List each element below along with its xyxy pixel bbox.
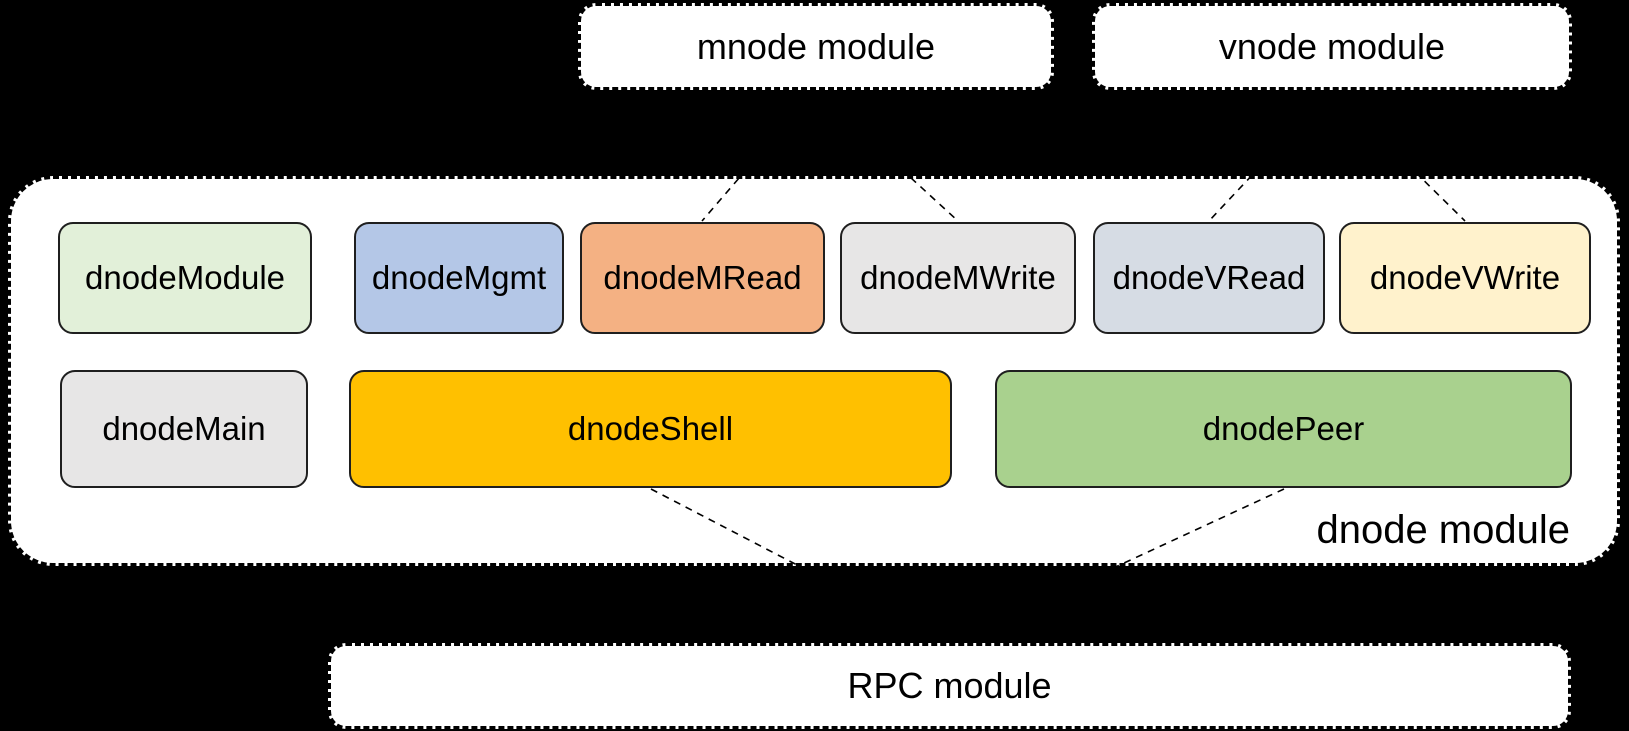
mnode-module-label: mnode module: [696, 25, 936, 67]
node-label: dnodeMRead: [603, 259, 802, 296]
vnode-module-box: vnode module: [1092, 3, 1572, 90]
node-dnodepeer: dnodePeer: [995, 370, 1572, 488]
rpc-module-box: RPC module: [328, 643, 1571, 729]
node-label: dnodeMgmt: [371, 259, 547, 296]
dnode-module-label: dnode module: [1316, 508, 1570, 552]
node-label: dnodeVWrite: [1369, 259, 1561, 296]
vnode-module-label: vnode module: [1218, 25, 1446, 67]
node-label: dnodeMain: [102, 410, 266, 447]
node-dnodemodule: dnodeModule: [58, 222, 312, 334]
node-dnodemgmt: dnodeMgmt: [354, 222, 564, 334]
node-label: dnodeModule: [85, 259, 285, 296]
node-label: dnodeMWrite: [860, 259, 1056, 296]
node-dnodevread: dnodeVRead: [1093, 222, 1325, 334]
node-dnodemwrite: dnodeMWrite: [840, 222, 1076, 334]
node-label: dnodeVRead: [1112, 259, 1306, 296]
rpc-module-label: RPC module: [847, 665, 1052, 706]
node-dnodevwrite: dnodeVWrite: [1339, 222, 1591, 334]
mnode-module-box: mnode module: [578, 3, 1054, 90]
node-dnodemread: dnodeMRead: [580, 222, 825, 334]
node-dnodemain: dnodeMain: [60, 370, 308, 488]
node-label: dnodePeer: [1202, 410, 1365, 447]
node-label: dnodeShell: [567, 410, 734, 447]
node-dnodeshell: dnodeShell: [349, 370, 952, 488]
